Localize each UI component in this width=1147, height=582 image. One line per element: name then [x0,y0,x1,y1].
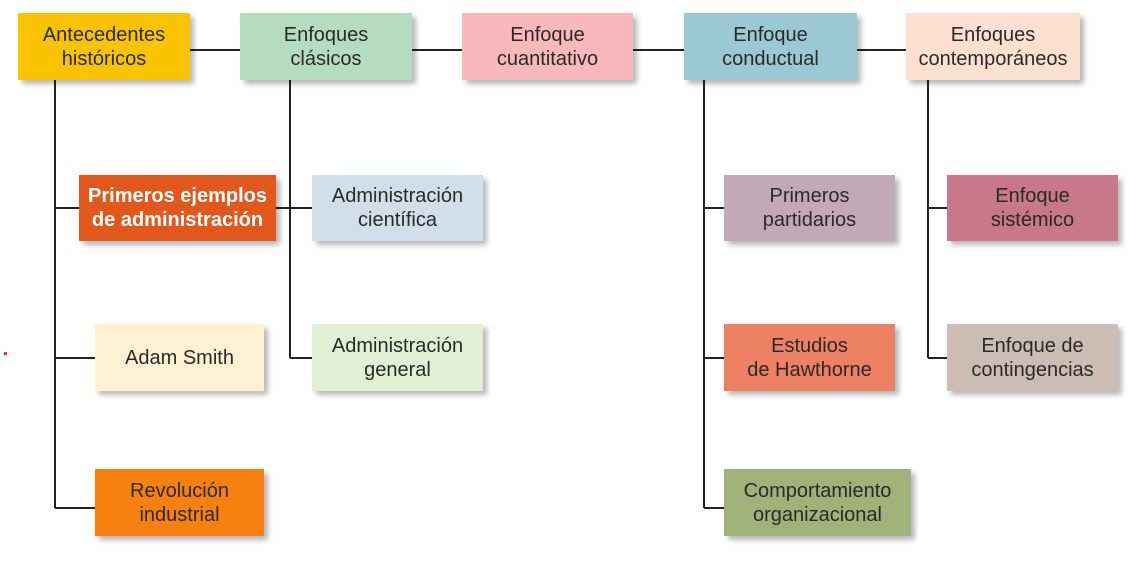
stray-red-dot [4,352,7,355]
node-antecedentes-historicos: Antecedentes históricos [18,13,190,80]
node-enfoque-conductual: Enfoque conductual [684,13,857,80]
node-enfoques-clasicos: Enfoques clásicos [240,13,412,80]
node-enfoque-sistemico: Enfoque sistémico [947,175,1118,241]
node-administracion-cientifica: Administración científica [312,175,483,241]
node-enfoques-contemporaneos: Enfoques contemporáneos [906,13,1080,80]
node-enfoque-contingencias: Enfoque de contingencias [947,324,1118,391]
node-enfoque-cuantitativo: Enfoque cuantitativo [462,13,633,80]
node-primeros-partidarios: Primeros partidarios [724,175,895,241]
node-comportamiento-organizacional: Comportamiento organizacional [724,469,911,536]
node-estudios-hawthorne: Estudios de Hawthorne [724,324,895,391]
node-adam-smith: Adam Smith [95,324,264,391]
node-administracion-general: Administración general [312,324,483,391]
node-revolucion-industrial: Revolución industrial [95,469,264,536]
node-primeros-ejemplos: Primeros ejemplos de administración [79,175,276,241]
